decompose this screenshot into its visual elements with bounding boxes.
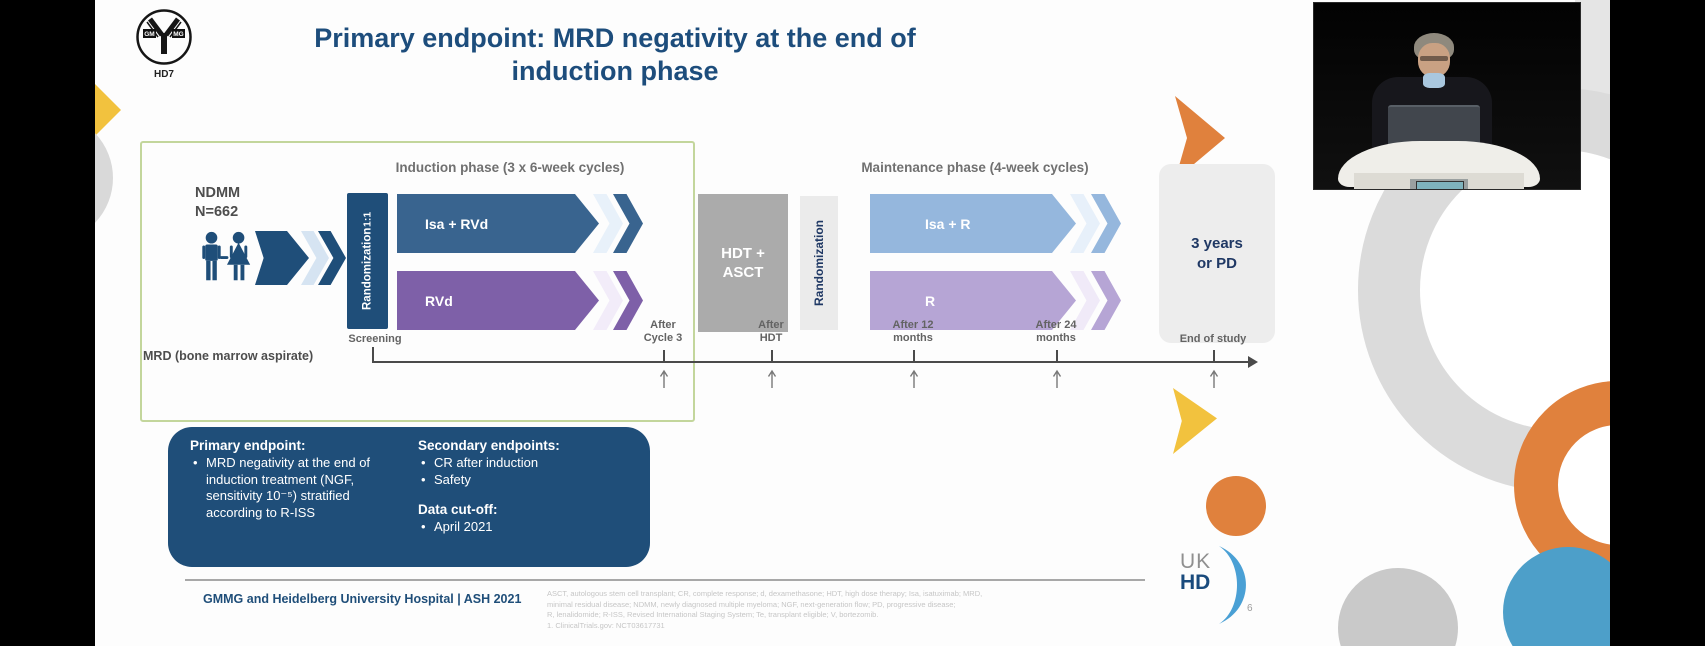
hdt-line-1: HDT + [721, 245, 765, 262]
abbreviation-line: 1. ClinicalTrials.gov: NCT03617731 [547, 620, 665, 630]
mrd-sample-arrow-icon [767, 369, 777, 388]
timeline-tick [663, 350, 665, 362]
timeline-tick [1213, 350, 1215, 362]
study-end-line-1: 3 years [1191, 234, 1243, 252]
data-cutoff-bullet: April 2021 [418, 519, 633, 536]
title-line-2: induction phase [511, 56, 719, 86]
induction-arm-rvd-label: RVd [425, 292, 453, 309]
timeline-label-after-hdt: After HDT [721, 319, 821, 345]
mrd-sample-arrow-icon [1209, 369, 1219, 388]
timeline-arrowhead-icon [1248, 356, 1258, 368]
presenter-webcam [1313, 2, 1581, 190]
induction-arm-isa-rvd: Isa + RVd [397, 194, 599, 253]
orange-circle-decor [1206, 476, 1266, 536]
presenter-glasses [1420, 56, 1448, 61]
ukhd-swoosh-icon [1219, 546, 1246, 624]
timeline-label-text: After [758, 319, 784, 331]
randomization-1-ratio: 1:1 [361, 212, 374, 228]
timeline-start-tick [372, 347, 374, 362]
timeline-label-after-12m: After 12 months [863, 319, 963, 345]
maintenance-phase-label: Maintenance phase (4-week cycles) [861, 160, 1089, 175]
timeline-label-after-cycle3: After Cycle 3 [613, 319, 713, 345]
timeline-label-text: Screening [348, 333, 402, 345]
slide-content: GM MG HD7 Primary endpoint: MRD negativi… [95, 0, 1610, 646]
logo-gm-label: GM [144, 31, 154, 38]
primary-endpoint-title: Primary endpoint: [190, 438, 306, 453]
randomization-2-box: Randomization [800, 196, 838, 330]
population-line-1: NDMM [195, 185, 241, 201]
mrd-sample-arrow-icon [659, 369, 669, 388]
abbreviation-line: minimal residual disease; NDMM, newly di… [547, 599, 956, 609]
study-end-box: 3 years or PD [1159, 164, 1275, 343]
mrd-sample-arrow-icon [909, 369, 919, 388]
ukhd-logo: UK HD [1180, 551, 1260, 593]
antibody-icon: GM MG [136, 9, 192, 65]
endpoints-box: Primary endpoint: MRD negativity at the … [168, 427, 650, 567]
footer-credit: GMMG and Heidelberg University Hospital … [203, 592, 522, 606]
study-end-line-2: or PD [1196, 254, 1237, 272]
mrd-sample-arrow-icon [1052, 369, 1062, 388]
slide-page-number: 6 [1247, 603, 1253, 614]
title-line-1: Primary endpoint: MRD negativity at the … [314, 23, 916, 53]
abbreviation-line: R, lenalidomide; R-ISS, Revised Internat… [547, 610, 879, 619]
population-line-2: N=662 [195, 204, 239, 220]
maintenance-arm-isa-r: Isa + R [870, 194, 1076, 253]
footer-divider [185, 579, 1145, 581]
timeline-label-text: months [1036, 332, 1076, 344]
secondary-endpoint-bullet: Safety [418, 472, 633, 489]
presenter-mask [1423, 73, 1445, 88]
mrd-axis-label: MRD (bone marrow aspirate) [143, 349, 314, 363]
maintenance-arm-r: R [870, 271, 1076, 330]
hdt-asct-box: HDT + ASCT [698, 194, 788, 332]
timeline-tick [913, 350, 915, 362]
patients-icon [202, 231, 251, 281]
induction-arm-isa-rvd-label: Isa + RVd [425, 215, 489, 232]
randomization-2-label: Randomization [812, 220, 826, 306]
page-title: Primary endpoint: MRD negativity at the … [255, 22, 975, 88]
timeline-label-after-24m: After 24 months [1006, 319, 1106, 345]
podium-screen [1416, 181, 1464, 189]
primary-endpoint-highlight-box [140, 141, 695, 422]
population-label: NDMM N=662 [195, 184, 240, 222]
ukhd-hd-text: HD [1180, 571, 1211, 594]
timeline-label-text: HDT [759, 332, 783, 344]
timeline-label-text: Cycle 3 [643, 332, 683, 344]
secondary-endpoints-section: Secondary endpoints: CR after induction … [418, 438, 633, 536]
timeline-axis [372, 361, 1250, 363]
gmmg-hd7-logo: GM MG HD7 [135, 8, 193, 84]
logo-hd7-label: HD7 [153, 69, 174, 80]
logo-mg-label: MG [173, 31, 183, 38]
randomization-1-box: Randomization 1:1 [347, 193, 388, 329]
timeline-label-text: After [650, 319, 676, 331]
randomization-1-label: Randomization [361, 227, 374, 310]
timeline-tick [771, 350, 773, 362]
timeline-label-text: months [893, 332, 933, 344]
abbreviation-line: ASCT, autologous stem cell transplant; C… [547, 589, 983, 598]
timeline-label-text: End of study [1179, 333, 1247, 345]
data-cutoff-title: Data cut-off: [418, 502, 498, 517]
primary-endpoint-bullet: MRD negativity at the end of induction t… [190, 455, 401, 521]
presenter-laptop [1388, 105, 1480, 147]
secondary-endpoint-bullet: CR after induction [418, 455, 633, 472]
timeline-label-text: After 24 [1035, 319, 1077, 331]
secondary-endpoints-title: Secondary endpoints: [418, 438, 560, 453]
footer-abbreviations: ASCT, autologous stem cell transplant; C… [547, 589, 1167, 631]
maintenance-arm-isa-r-label: Isa + R [925, 215, 971, 232]
timeline-label-text: After 12 [892, 319, 934, 331]
induction-phase-label: Induction phase (3 x 6-week cycles) [395, 160, 625, 175]
timeline-tick [1056, 350, 1058, 362]
primary-endpoint-section: Primary endpoint: MRD negativity at the … [190, 438, 410, 521]
maintenance-arm-r-label: R [925, 292, 936, 309]
presentation-slide: GM MG HD7 Primary endpoint: MRD negativi… [95, 0, 1610, 646]
induction-arm-rvd: RVd [397, 271, 599, 330]
timeline-label-screening: Screening [325, 333, 425, 346]
ukhd-uk-text: UK [1180, 550, 1212, 573]
timeline-label-end-of-study: End of study [1153, 333, 1273, 346]
hdt-line-2: ASCT [722, 264, 764, 281]
